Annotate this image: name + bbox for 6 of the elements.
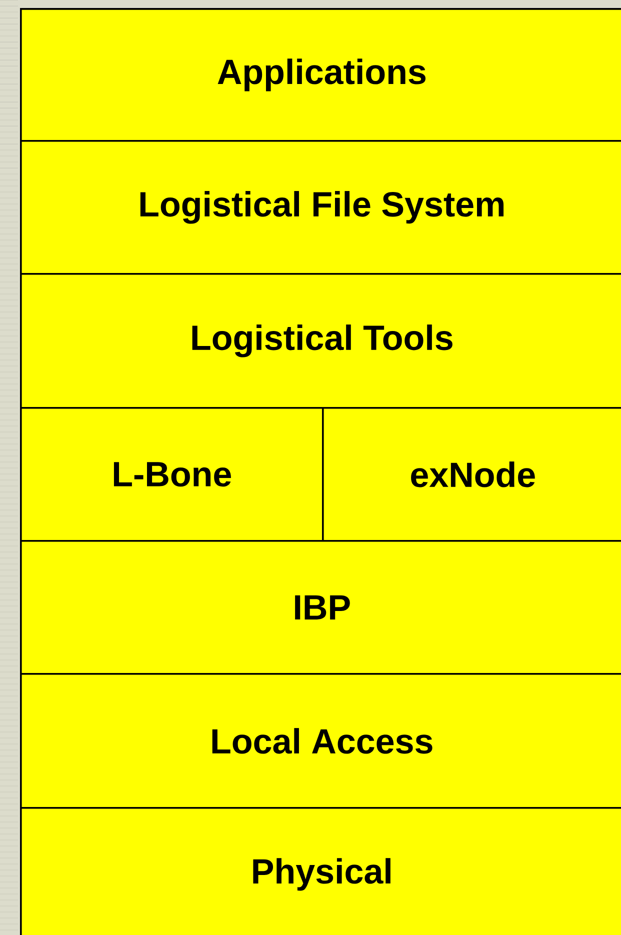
- layer-box: Applications: [20, 8, 621, 142]
- layer-box: Physical: [20, 807, 621, 935]
- layer-box: Local Access: [20, 673, 621, 809]
- layer-box: L-Bone: [20, 407, 324, 542]
- layer-box: exNode: [322, 407, 621, 542]
- layer-box: Logistical File System: [20, 140, 621, 275]
